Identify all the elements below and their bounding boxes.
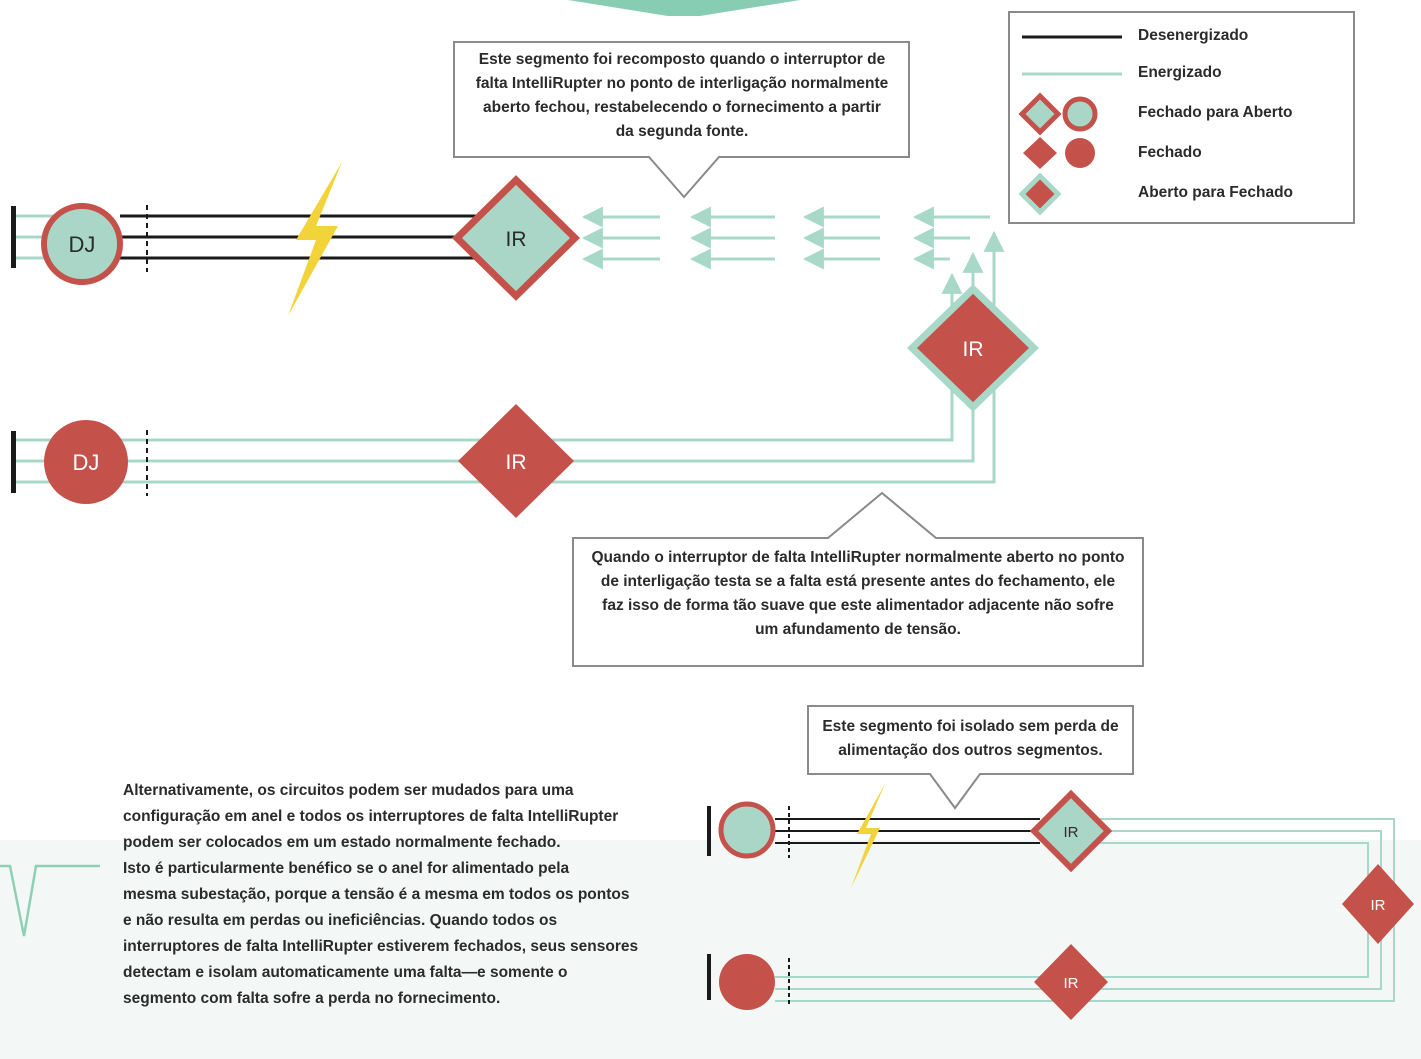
callout-bottom — [807, 705, 1134, 810]
ir-closed — [1034, 944, 1108, 1020]
voltage-dip-waveform-icon — [0, 864, 100, 937]
legend-box — [1008, 11, 1355, 224]
paragraph-line: Alternativamente, os circuitos podem ser… — [123, 782, 574, 799]
ir-label: IR — [963, 338, 984, 361]
ir-closed — [458, 404, 574, 518]
top-banner-shape — [568, 0, 800, 16]
paragraph-line: podem ser colocados em um estado normalm… — [123, 834, 561, 851]
callout-middle-text: Quando o interruptor de falta IntelliRup… — [591, 549, 1125, 638]
energized-line — [120, 398, 996, 484]
callout-middle — [572, 491, 1144, 667]
energized-line — [120, 405, 975, 463]
background-band — [0, 840, 1421, 1059]
ir-label: IR — [1064, 975, 1079, 992]
energized-line — [120, 398, 954, 442]
ring-diagram: IR IR IR — [707, 784, 1414, 1020]
fault-bolt-icon — [851, 784, 885, 888]
callout-top — [453, 41, 910, 199]
legend-label-closed: Fechado — [1138, 144, 1202, 161]
legend-label-open-to-closed: Aberto para Fechado — [1138, 184, 1294, 201]
ir-closed-to-open — [1029, 789, 1113, 873]
breaker-closed — [719, 954, 775, 1010]
description-paragraph: Alternativamente, os circuitos podem ser… — [123, 778, 703, 1012]
breaker-closed-to-open — [718, 801, 776, 859]
paragraph-line: mesma subestação, porque a tensão é a me… — [123, 886, 630, 903]
paragraph-line: detectam e isolam automaticamente uma fa… — [123, 964, 568, 981]
feeder-2: DJ IR IR — [11, 284, 1040, 518]
legend-label-energized: Energizado — [1138, 64, 1222, 81]
paragraph-line: configuração em anel e todos os interrup… — [123, 808, 619, 825]
paragraph-line: segmento com falta sofre a perda no forn… — [123, 990, 501, 1007]
ir-label: IR — [506, 228, 527, 251]
ir-open-to-closed — [906, 284, 1040, 412]
ir-label: IR — [1064, 824, 1079, 841]
bus-bar — [707, 806, 711, 856]
legend-label-closed-to-open: Fechado para Aberto — [1138, 104, 1293, 121]
legend-dj-closed-swatch — [1065, 138, 1095, 168]
ir-label: IR — [506, 451, 527, 474]
bus-bar — [11, 206, 16, 268]
legend-dj-closed-to-open-swatch — [1062, 96, 1098, 132]
dj-label: DJ — [69, 232, 96, 257]
callout-bottom-text: Este segmento foi isolado sem perda de a… — [822, 718, 1119, 759]
feeder-1: DJ IR — [11, 162, 1005, 320]
fault-bolt-icon — [288, 162, 342, 316]
bus-bar — [707, 954, 711, 1000]
paragraph-line: Isto é particularmente benéfico se o ane… — [123, 860, 570, 877]
energized-flow-arrows — [581, 206, 1005, 320]
ir-closed — [1342, 864, 1414, 944]
breaker-dj-closed — [44, 420, 128, 504]
dj-label: DJ — [73, 450, 100, 475]
legend-ir-open-to-closed-swatch — [1018, 172, 1062, 216]
paragraph-line: interruptores de falta IntelliRupter est… — [123, 938, 639, 955]
ir-label: IR — [1371, 897, 1386, 914]
legend-label-deenergized: Desenergizado — [1138, 27, 1249, 44]
ir-closed-to-open — [452, 175, 580, 301]
callout-top-text: Este segmento foi recomposto quando o in… — [475, 51, 889, 140]
breaker-dj-closed-to-open — [41, 203, 123, 285]
legend-ir-closed-to-open-swatch — [1018, 92, 1062, 136]
legend-ir-closed-swatch — [1023, 137, 1057, 169]
paragraph-line: e não resulta em perdas ou ineficiências… — [123, 912, 558, 929]
bus-bar — [11, 431, 16, 493]
